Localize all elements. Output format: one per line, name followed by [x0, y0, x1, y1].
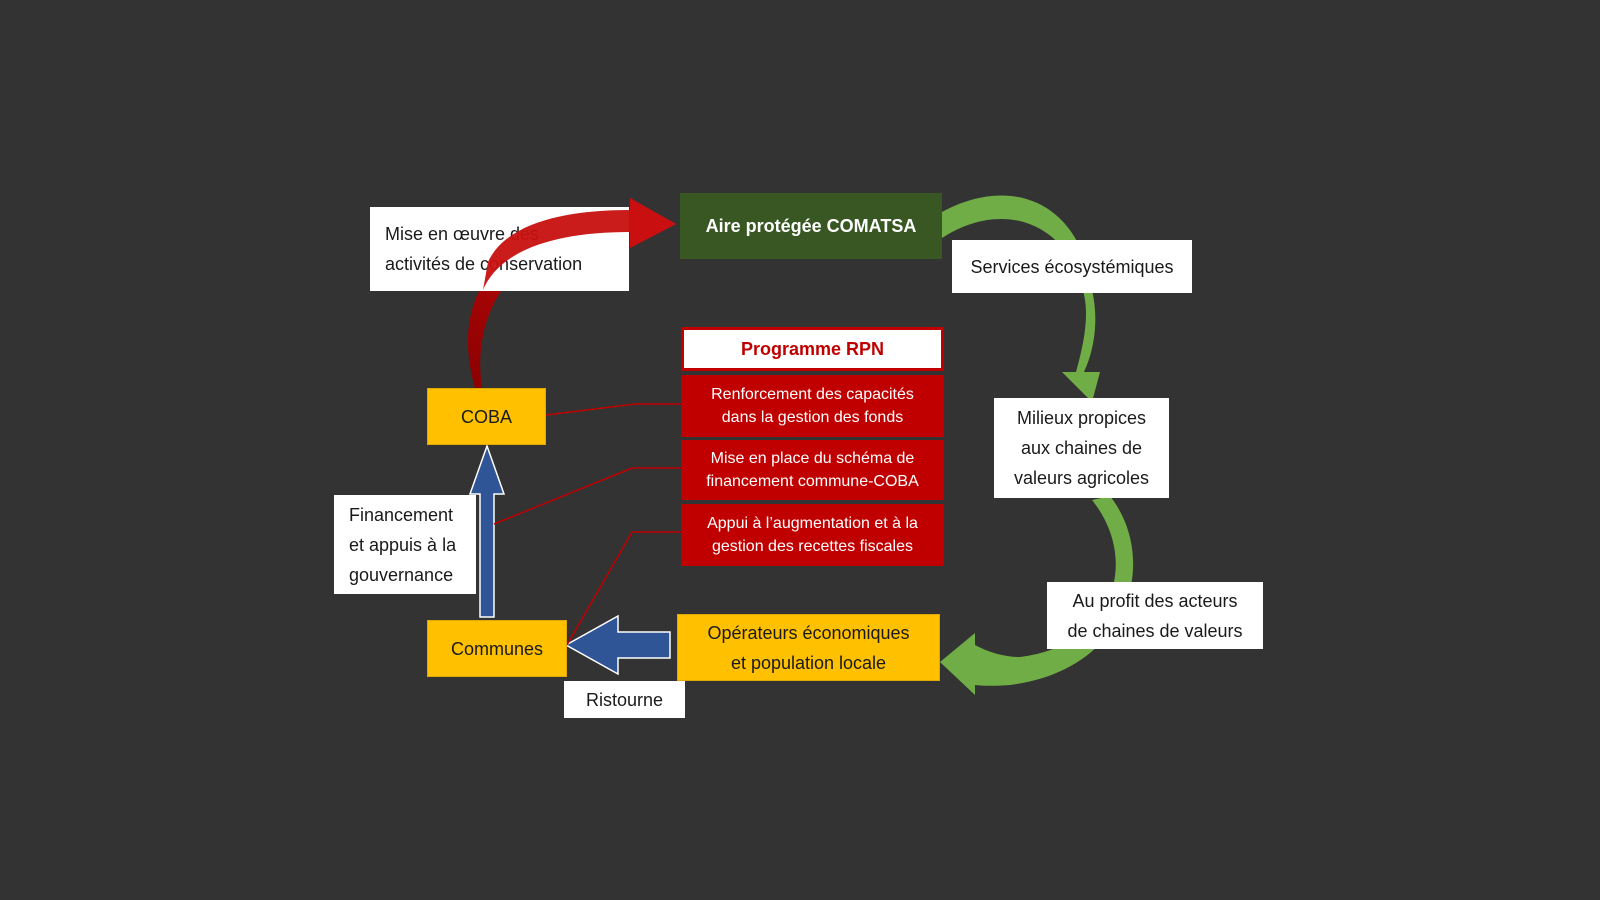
financement-line-2: et appuis à la	[349, 534, 457, 555]
programme-rpn-label: Programme RPN	[740, 338, 885, 359]
coba-label: COBA	[460, 406, 512, 427]
communes-box: Communes	[427, 620, 567, 677]
mise-en-oeuvre-box: Mise en œuvre des activités de conservat…	[370, 207, 629, 291]
rpn-item-mise-en-place: Mise en place du schéma de financement c…	[681, 440, 944, 500]
au-profit-line-2: de chaines de valeurs	[1067, 620, 1243, 641]
milieux-line-3: valeurs agricoles	[1013, 468, 1150, 488]
milieux-propices-box: Milieux propices aux chaines de valeurs …	[994, 398, 1169, 498]
rpn-item-2-line-2: financement commune-COBA	[706, 473, 919, 490]
rpn-item-1-line-2: dans la gestion des fonds	[721, 409, 904, 426]
rpn-item-2-line-1: Mise en place du schéma de	[710, 450, 915, 467]
ristourne-box: Ristourne	[564, 681, 685, 718]
operateurs-line-2: et population locale	[730, 652, 887, 673]
au-profit-box: Au profit des acteurs de chaines de vale…	[1047, 582, 1263, 649]
services-ecosystemiques-label: Services écosystémiques	[970, 256, 1174, 277]
aire-protegee-box: Aire protégée COMATSA	[680, 193, 942, 259]
rpn-item-appui: Appui à l’augmentation et à la gestion d…	[681, 504, 944, 566]
mise-en-oeuvre-line-1: Mise en œuvre des	[385, 224, 540, 244]
services-ecosystemiques-box: Services écosystémiques	[952, 240, 1192, 293]
connector-appui	[566, 531, 681, 646]
communes-label: Communes	[450, 638, 544, 659]
financement-box: Financement et appuis à la gouvernance	[334, 495, 476, 594]
connector-mise-en-place	[493, 467, 681, 525]
blue-arrow-left	[564, 614, 671, 676]
rpn-item-3-line-1: Appui à l’augmentation et à la	[707, 515, 918, 532]
milieux-line-2: aux chaines de	[1020, 438, 1143, 458]
green-arrow-top	[942, 195, 1100, 402]
au-profit-line-1: Au profit des acteurs	[1072, 590, 1238, 611]
programme-rpn-title: Programme RPN	[681, 327, 944, 371]
rpn-item-3-line-2: gestion des recettes fiscales	[712, 538, 913, 555]
coba-box: COBA	[427, 388, 546, 445]
rpn-item-1-line-1: Renforcement des capacités	[711, 386, 914, 403]
rpn-item-renforcement: Renforcement des capacités dans la gesti…	[681, 375, 944, 437]
mise-en-oeuvre-line-2: activités de conservation	[385, 254, 583, 274]
aire-protegee-label: Aire protégée COMATSA	[705, 215, 917, 236]
financement-line-3: gouvernance	[349, 564, 454, 585]
operateurs-box: Opérateurs économiques et population loc…	[677, 614, 940, 681]
milieux-line-1: Milieux propices	[1016, 408, 1147, 428]
ristourne-label: Ristourne	[585, 689, 664, 710]
connector-renforcement	[545, 403, 681, 416]
financement-line-1: Financement	[349, 504, 454, 525]
blue-arrow-up	[468, 443, 506, 618]
operateurs-line-1: Opérateurs économiques	[707, 622, 910, 643]
